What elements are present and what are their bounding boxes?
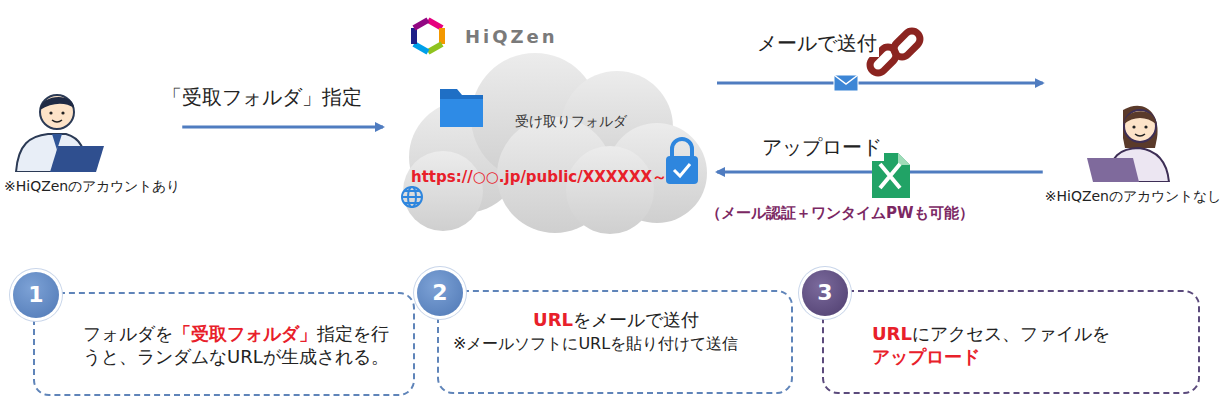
body-text: フォルダを — [83, 323, 173, 344]
logo-text: HiQZen — [465, 26, 558, 47]
person-node: ※HiQZenのアカウントあり — [4, 88, 180, 196]
body-text: ※メールソフトにURLを貼り付けて送信 — [453, 334, 738, 353]
folder-icon — [440, 89, 483, 127]
body-text: をメールで送付 — [573, 309, 699, 330]
person-figure — [4, 88, 180, 172]
lock-icon — [666, 139, 698, 184]
edge-label: アップロード — [760, 134, 884, 161]
callout-number: 3 — [802, 270, 848, 316]
url-text: https://○○.jp/public/XXXXXX～ — [411, 168, 667, 187]
process-box: 1フォルダを「受取フォルダ」指定を行うと、ランダムなURLが生成される。 — [33, 292, 415, 396]
cloud-shape — [385, 45, 715, 235]
text-line: ※メールソフトにURLを貼り付けて送信 — [453, 331, 779, 355]
text-line: フォルダを「受取フォルダ」指定を行うと、ランダムなURLが生成される。 — [83, 322, 397, 369]
body-text: にアクセス、ファイルを — [912, 323, 1110, 344]
edge-label: 「受取フォルダ」指定 — [160, 84, 364, 111]
highlight-text: URL — [872, 323, 912, 344]
process-box: 3URLにアクセス、ファイルをアップロード — [822, 290, 1200, 394]
person-figure — [1045, 98, 1221, 182]
edge-label: メールで送付 — [755, 30, 879, 57]
logo-icon — [414, 20, 442, 52]
person-node: ※HiQZenのアカウントなし — [1045, 98, 1221, 206]
person-icon — [8, 88, 108, 172]
callout-number: 1 — [13, 272, 59, 318]
highlight-text: アップロード — [872, 346, 980, 367]
envelope-icon — [834, 75, 858, 91]
flow-arrow — [717, 82, 1043, 85]
globe-icon — [402, 187, 422, 207]
folder-name: 受け取りフォルダ — [515, 113, 627, 131]
cloud-node: 受け取りフォルダ https://○○.jp/public/XXXXXX～ — [385, 45, 715, 235]
text-line: アップロード — [872, 345, 1182, 368]
flow-arrow — [182, 126, 383, 129]
account-note: ※HiQZenのアカウントなし — [1045, 182, 1221, 206]
process-box: 2URLをメールで送付※メールソフトにURLを貼り付けて送信 — [437, 290, 793, 394]
account-note: ※HiQZenのアカウントあり — [4, 172, 180, 196]
highlight-text: 「受取フォルダ」 — [173, 323, 317, 344]
highlight-text: URL — [533, 309, 573, 330]
person-icon — [1083, 98, 1183, 182]
text-line: URLにアクセス、ファイルを — [872, 322, 1182, 345]
note-text: （メール認証＋ワンタイムPWも可能） — [706, 204, 974, 223]
text-line: URLをメールで送付 — [453, 308, 779, 331]
callout-number: 2 — [417, 270, 463, 316]
